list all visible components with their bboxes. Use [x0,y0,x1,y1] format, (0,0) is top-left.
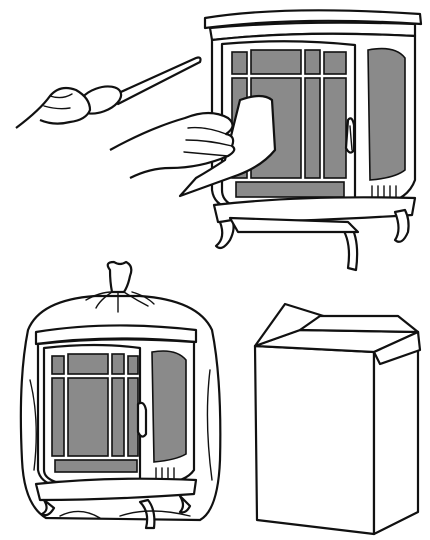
hand-with-brush [16,58,201,129]
panel-storage-box [255,304,420,534]
panel-bagged-stove [21,262,220,528]
door-handle [346,118,354,152]
panel-clean-stove [16,10,421,270]
